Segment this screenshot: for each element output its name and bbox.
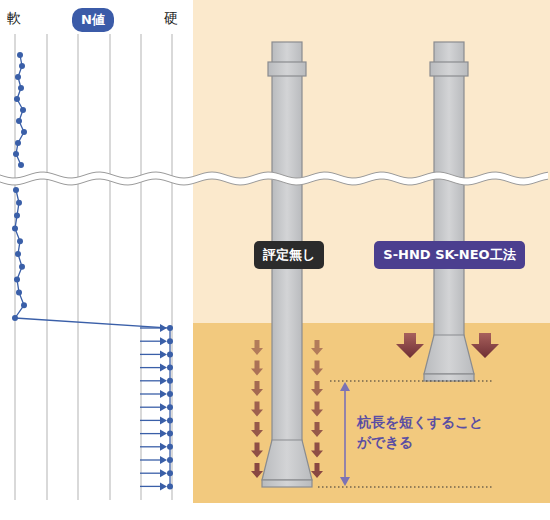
n-value-profile — [12, 52, 173, 490]
bearing-arrows-large — [396, 333, 499, 358]
bearing-layer — [193, 323, 550, 503]
hard-label: 硬 — [164, 8, 178, 28]
node-text: 評定無し — [263, 246, 315, 264]
length-note: 杭長を短くすること ができる — [357, 412, 489, 453]
soft-label: 軟 — [7, 8, 21, 28]
node-text: S-HND SK-NEO工法 — [383, 246, 515, 264]
axis-title-pill: N値 — [72, 8, 114, 32]
soft-ground — [193, 0, 550, 323]
break-line — [0, 172, 548, 185]
no-rating-badge: 評定無し — [254, 241, 324, 269]
bearing-arrows — [251, 340, 323, 478]
n-value-grid — [15, 34, 172, 500]
method-badge: S-HND SK-NEO工法 — [374, 241, 525, 269]
method-pile — [424, 42, 474, 381]
node-text: N値 — [81, 11, 105, 29]
length-dimension — [318, 381, 492, 487]
